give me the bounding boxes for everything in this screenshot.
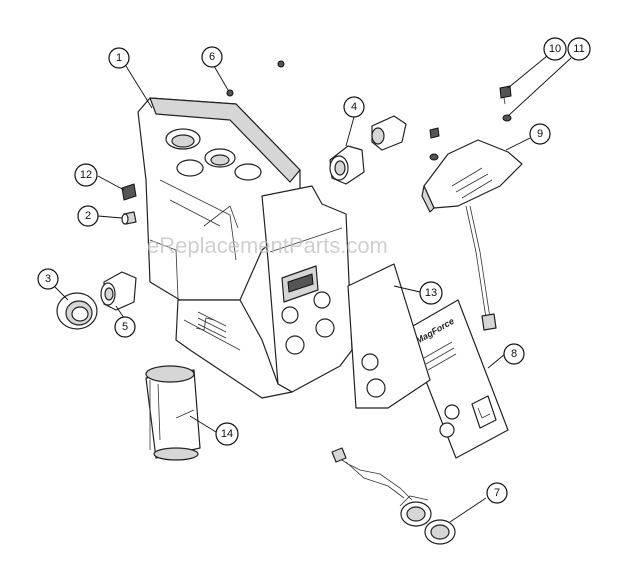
part-small-fitting bbox=[121, 211, 137, 225]
callout-9: 9 bbox=[529, 123, 551, 145]
callout-12-label: 12 bbox=[80, 169, 92, 181]
callout-6-label: 6 bbox=[209, 51, 215, 63]
callout-7-label: 7 bbox=[494, 487, 500, 499]
callout-8-label: 8 bbox=[511, 348, 517, 360]
callout-11: 11 bbox=[567, 37, 591, 61]
part-housing bbox=[137, 97, 353, 399]
callout-14: 14 bbox=[215, 422, 239, 446]
callout-5-label: 5 bbox=[122, 321, 128, 333]
callout-13: 13 bbox=[419, 281, 443, 305]
part-fitting bbox=[100, 271, 137, 311]
part-decal-plate: MagForce bbox=[405, 299, 509, 459]
callout-7: 7 bbox=[486, 482, 508, 504]
callout-8: 8 bbox=[503, 343, 525, 365]
part-filter-cylinder bbox=[145, 365, 201, 461]
callout-10: 10 bbox=[543, 37, 567, 61]
part-screw-washer bbox=[429, 85, 512, 161]
callout-12: 12 bbox=[74, 163, 98, 187]
callout-6: 6 bbox=[201, 46, 223, 68]
callout-14-label: 14 bbox=[221, 428, 233, 440]
callout-2: 2 bbox=[77, 205, 99, 227]
callout-10-label: 10 bbox=[549, 43, 561, 55]
callout-1: 1 bbox=[108, 47, 130, 69]
callout-2-label: 2 bbox=[85, 210, 91, 222]
callout-3-label: 3 bbox=[45, 273, 51, 285]
leader-lines bbox=[53, 55, 572, 523]
callout-3: 3 bbox=[37, 268, 59, 290]
part-cover-knob bbox=[421, 139, 523, 331]
part-plugs bbox=[226, 60, 285, 97]
part-cord-harness bbox=[331, 447, 456, 545]
callout-13-label: 13 bbox=[425, 287, 437, 299]
callout-1-label: 1 bbox=[116, 52, 122, 64]
watermark-text: eReplacementParts.com bbox=[147, 233, 388, 258]
part-collar bbox=[329, 115, 407, 185]
callout-4: 4 bbox=[343, 96, 365, 118]
callout-4-label: 4 bbox=[351, 101, 357, 113]
part-threaded-plug bbox=[121, 183, 137, 201]
callout-5: 5 bbox=[114, 316, 136, 338]
callout-9-label: 9 bbox=[537, 128, 543, 140]
part-gasket-sheet bbox=[347, 263, 431, 409]
callout-11-label: 11 bbox=[573, 43, 584, 55]
part-ring-seal bbox=[56, 292, 98, 330]
